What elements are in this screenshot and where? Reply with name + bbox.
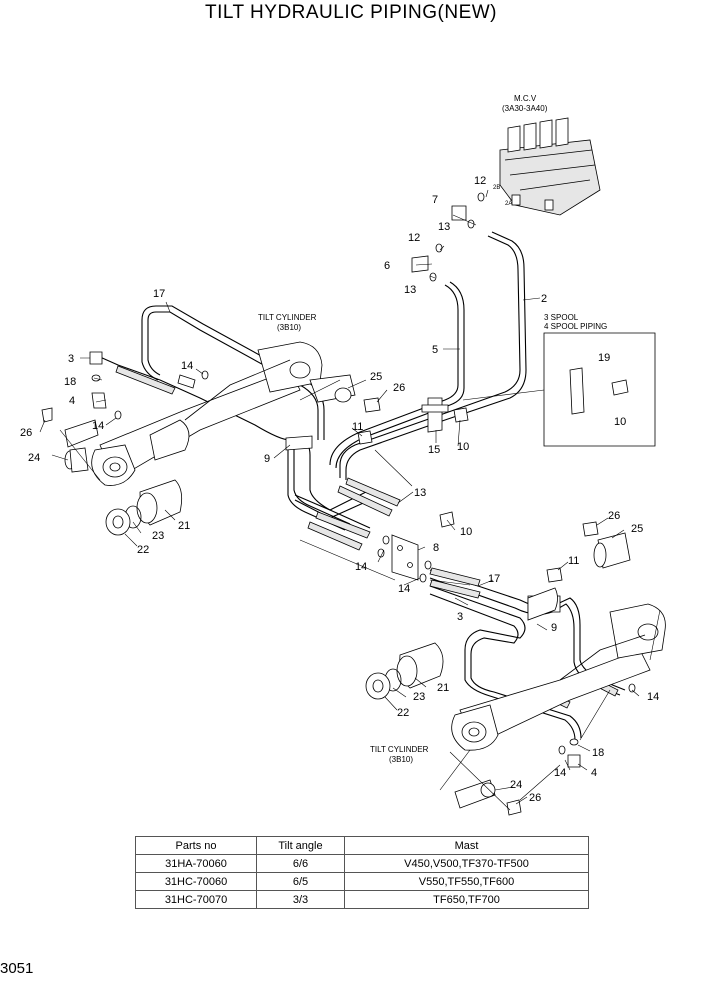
callout-11: 11 — [568, 555, 579, 567]
callout-11: 11 — [352, 421, 363, 433]
table-cell: TF650,TF700 — [344, 890, 589, 909]
callout-22: 22 — [137, 544, 149, 556]
mcv-label: M.C.V — [514, 94, 537, 103]
callout-14: 14 — [647, 691, 659, 703]
page-number: 3051 — [0, 960, 34, 977]
port-2a-label: 2A — [505, 201, 512, 207]
callout-19: 19 — [598, 352, 610, 364]
lower-cylinder-parts — [365, 532, 631, 809]
port-2b-label: 2B — [493, 185, 500, 191]
callout-14: 14 — [181, 360, 193, 372]
spool-inset-box — [462, 332, 656, 447]
clamp-9-upper — [285, 435, 313, 451]
callout-25: 25 — [631, 523, 643, 535]
callout-25: 25 — [370, 371, 382, 383]
callout-24: 24 — [510, 779, 522, 791]
lower-tilt-cylinder — [451, 603, 666, 751]
block-8 — [391, 534, 419, 581]
spool-4-label: 4 SPOOL PIPING — [544, 322, 607, 331]
parts-table: Parts no Tilt angle Mast 31HA-70060 6/6 … — [135, 836, 589, 909]
callout-23: 23 — [152, 530, 164, 542]
callout-numbers: 12 7 13 12 6 13 2 5 17 3 18 4 14 14 26 2… — [20, 175, 659, 804]
callout-17: 17 — [153, 288, 165, 300]
table-row: 31HA-70060 6/6 V450,V500,TF370-TF500 — [135, 854, 589, 873]
callout-13: 13 — [438, 221, 450, 233]
pipe-2 — [339, 231, 527, 480]
callout-13: 13 — [404, 284, 416, 296]
callout-7: 7 — [432, 194, 438, 206]
table-cell: 31HC-70070 — [135, 890, 257, 909]
table-cell: 6/6 — [256, 854, 345, 873]
leader-lines — [39, 189, 661, 811]
table-cell: V550,TF550,TF600 — [344, 872, 589, 891]
table-row: 31HC-70060 6/5 V550,TF550,TF600 — [135, 872, 589, 891]
clamp-9-lower — [527, 587, 558, 621]
tilt-cylinder-lower-label: TILT CYLINDER — [370, 745, 429, 754]
callout-9: 9 — [551, 622, 557, 634]
callout-9: 9 — [264, 453, 270, 465]
page-title: TILT HYDRAULIC PIPING(NEW) — [204, 2, 498, 23]
callout-26: 26 — [608, 510, 620, 522]
hydraulic-piping-diagram: M.C.V (3A30-3A40) 2B 2A — [20, 94, 666, 816]
callout-4: 4 — [591, 767, 597, 779]
callout-10: 10 — [614, 416, 626, 428]
bracket-15 — [421, 397, 449, 433]
callout-18: 18 — [64, 376, 76, 388]
table-cell: V450,V500,TF370-TF500 — [344, 854, 589, 873]
table-row: 31HC-70070 3/3 TF650,TF700 — [135, 890, 589, 909]
small-fittings — [41, 192, 636, 816]
tilt-cylinder-lower-ref: (3B10) — [389, 755, 413, 764]
table-cell: 31HC-70060 — [135, 872, 257, 891]
callout-14: 14 — [398, 583, 410, 595]
callout-23: 23 — [413, 691, 425, 703]
callout-12: 12 — [474, 175, 486, 187]
callout-15: 15 — [428, 444, 440, 456]
callout-14: 14 — [92, 420, 104, 432]
tilt-cylinder-upper-ref: (3B10) — [277, 323, 301, 332]
callout-21: 21 — [178, 520, 190, 532]
upper-cylinder-parts — [64, 374, 356, 536]
callout-3: 3 — [68, 353, 74, 365]
callout-2: 2 — [541, 293, 547, 305]
callout-14: 14 — [355, 561, 367, 573]
callout-5: 5 — [432, 344, 438, 356]
callout-21: 21 — [437, 682, 449, 694]
callout-4: 4 — [69, 395, 75, 407]
upper-tilt-cylinder — [91, 341, 323, 486]
tilt-cylinder-upper-label: TILT CYLINDER — [258, 313, 317, 322]
callout-10: 10 — [460, 526, 472, 538]
mcv-ref-label: (3A30-3A40) — [502, 104, 548, 113]
callout-3: 3 — [457, 611, 463, 623]
table-header: Tilt angle — [256, 836, 345, 855]
callout-26: 26 — [393, 382, 405, 394]
callout-22: 22 — [397, 707, 409, 719]
table-header: Parts no — [135, 836, 257, 855]
table-cell: 31HA-70060 — [135, 854, 257, 873]
callout-10: 10 — [457, 441, 469, 453]
callout-26: 26 — [20, 427, 32, 439]
callout-26: 26 — [529, 792, 541, 804]
callout-18: 18 — [592, 747, 604, 759]
spool-3-label: 3 SPOOL — [544, 313, 579, 322]
callout-13: 13 — [414, 487, 426, 499]
table-cell: 6/5 — [256, 872, 345, 891]
pipe-5 — [329, 281, 465, 469]
table-cell: 3/3 — [256, 890, 345, 909]
callout-8: 8 — [433, 542, 439, 554]
callout-17: 17 — [488, 573, 500, 585]
callout-12: 12 — [408, 232, 420, 244]
callout-14: 14 — [554, 767, 566, 779]
callout-24: 24 — [28, 452, 40, 464]
table-header: Mast — [344, 836, 589, 855]
mcv-valve-block — [499, 117, 601, 216]
table-header-row: Parts no Tilt angle Mast — [135, 836, 589, 855]
callout-6: 6 — [384, 260, 390, 272]
